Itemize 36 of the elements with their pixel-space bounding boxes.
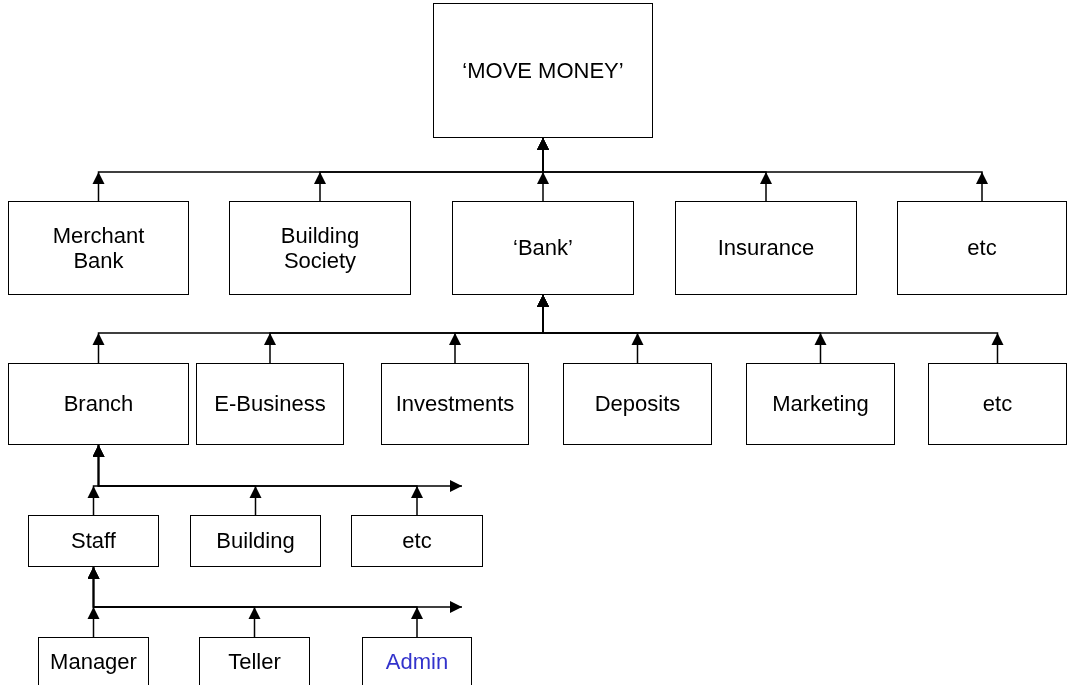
box-label: ‘Bank’ <box>513 235 573 261</box>
process-box <box>381 363 529 445</box>
box-label: Building <box>216 528 295 554</box>
box-label: Building Society <box>279 222 361 274</box>
process-box <box>190 515 321 567</box>
process-box <box>28 515 159 567</box>
process-box <box>897 201 1067 295</box>
box-label: etc <box>402 528 432 554</box>
process-box <box>38 637 149 685</box>
box-label: Insurance <box>717 235 815 261</box>
box-label: Investments <box>395 391 515 417</box>
process-box <box>8 201 189 295</box>
box-label: Marketing <box>772 391 869 417</box>
box-label: E-Business <box>214 391 326 417</box>
process-box <box>8 363 189 445</box>
process-box <box>675 201 857 295</box>
box-label: etc <box>982 391 1013 417</box>
box-label: Branch <box>63 391 134 417</box>
process-box <box>196 363 344 445</box>
process-box <box>351 515 483 567</box>
process-box <box>563 363 712 445</box>
box-label: Teller <box>228 648 281 675</box>
box-label: Deposits <box>594 391 681 417</box>
box-label: Merchant Bank <box>51 222 146 274</box>
process-box <box>199 637 310 685</box>
process-box <box>433 3 653 138</box>
process-box <box>746 363 895 445</box>
box-label: etc <box>967 235 997 261</box>
process-box <box>362 637 472 685</box>
box-label: Admin <box>385 648 449 675</box>
box-label: Manager <box>50 648 137 675</box>
process-box <box>928 363 1067 445</box>
box-label: ‘MOVE MONEY’ <box>462 57 624 84</box>
process-box <box>452 201 634 295</box>
process-box <box>229 201 411 295</box>
box-label: Staff <box>71 528 116 554</box>
